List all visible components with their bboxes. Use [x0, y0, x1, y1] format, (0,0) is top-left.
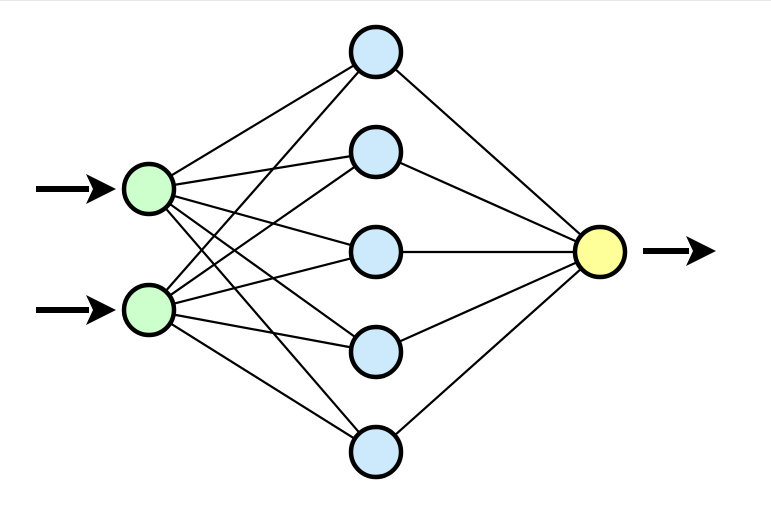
edge-in-1-to-hid-3 [171, 194, 354, 247]
input-layer [121, 161, 177, 338]
output-arrow-1 [643, 236, 716, 266]
edge-hid-5-to-out-1 [392, 266, 584, 438]
edge-hid-4-to-out-1 [396, 260, 580, 344]
input-arrow-2-head [86, 295, 116, 325]
io-arrows-group [36, 174, 716, 325]
hidden-layer [348, 24, 404, 480]
edge-hid-1-to-out-1 [392, 66, 584, 238]
edges-group [163, 63, 584, 441]
input-arrow-2 [36, 295, 116, 325]
edge-in-2-to-hid-5 [168, 321, 357, 441]
edge-in-2-to-hid-1 [163, 68, 362, 294]
node-in-1[interactable] [121, 161, 177, 217]
node-hid-3[interactable] [348, 224, 404, 280]
edge-hid-2-to-out-1 [396, 160, 580, 244]
input-arrow-1-head [86, 174, 116, 204]
node-hid-4[interactable] [348, 324, 404, 380]
edge-in-1-to-hid-2 [171, 154, 354, 187]
edge-in-2-to-hid-2 [167, 164, 358, 298]
top-border-rule [0, 0, 771, 1]
node-hid-2[interactable] [348, 124, 404, 180]
node-hid-5[interactable] [348, 424, 404, 480]
output-arrow-1-head [686, 236, 716, 266]
node-in-2[interactable] [121, 282, 177, 338]
input-arrow-1 [36, 174, 116, 204]
edge-in-1-to-hid-1 [168, 63, 357, 178]
edge-in-2-to-hid-3 [171, 256, 354, 306]
node-out-1[interactable] [572, 224, 628, 280]
node-hid-1[interactable] [348, 24, 404, 80]
edge-in-2-to-hid-4 [171, 313, 354, 349]
edge-in-1-to-hid-4 [167, 201, 358, 340]
output-layer [572, 224, 628, 280]
edge-in-1-to-hid-5 [163, 206, 362, 435]
nodes-group [121, 24, 628, 480]
